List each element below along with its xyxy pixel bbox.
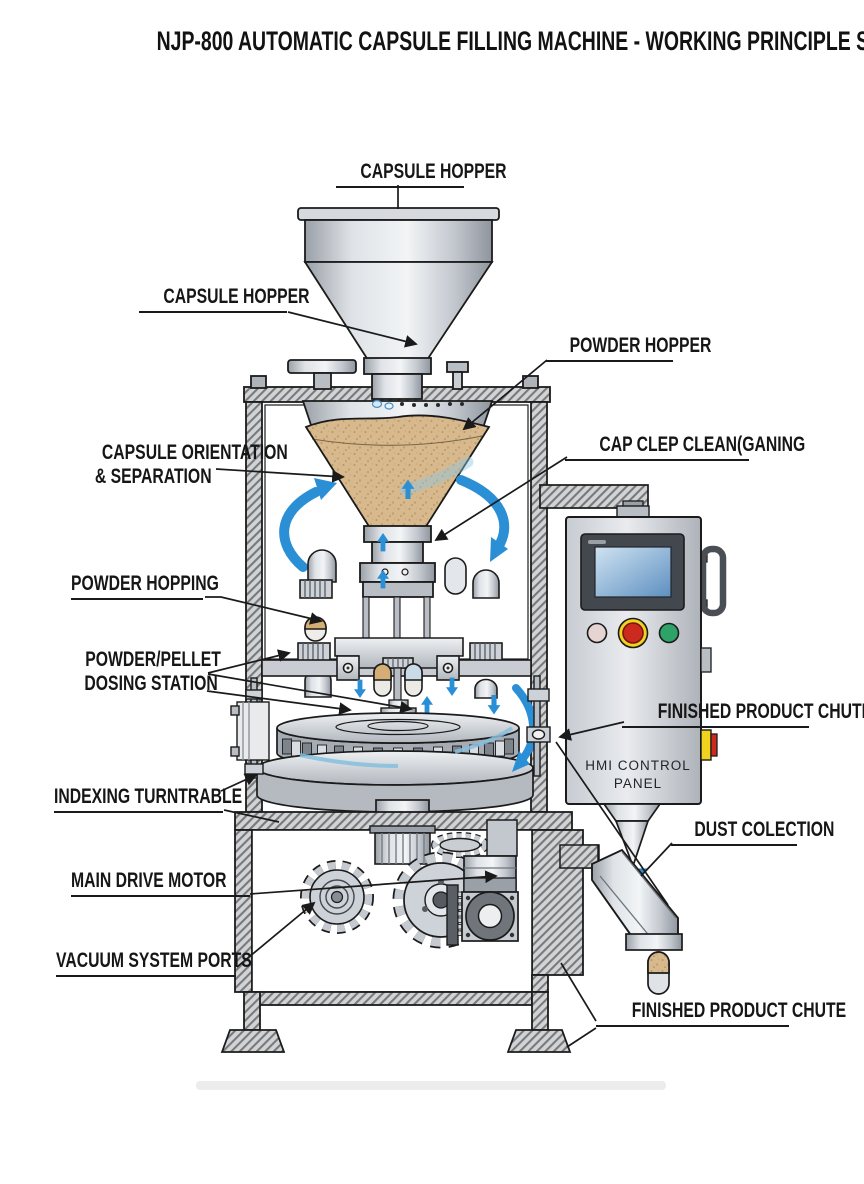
label-dust-collection: DUST COLECTION xyxy=(671,818,834,846)
label-capsule-hopper-side: CAPSULE HOPPER xyxy=(139,285,310,313)
label-finished-product-chute-lower: FINISHED PRODUCT CHUTE xyxy=(596,999,846,1027)
ground-shadow xyxy=(196,1081,666,1090)
label-powder-hopper: POWDER HOPPER xyxy=(546,334,711,362)
emergency-stop-button xyxy=(617,617,649,649)
capsule-hopper-drawing xyxy=(297,207,500,400)
dosing-station-drawing xyxy=(261,549,532,713)
leader-lines xyxy=(205,185,673,1048)
label-cap-cleaning: CAP CLEP CLEAN(GANING xyxy=(565,433,805,461)
label-dosing-station: POWDER/PELLET DOSING STATION xyxy=(84,648,221,695)
page-title: NJP-800 AUTOMATIC CAPSULE FILLING MACHIN… xyxy=(156,26,864,56)
hmi-screen xyxy=(580,533,685,611)
label-capsule-hopper-top: CAPSULE HOPPER xyxy=(336,160,507,188)
finished-product-chute-drawing xyxy=(559,844,683,951)
label-indexing-turntable: INDEXING TURNTRABLE xyxy=(54,785,242,813)
label-main-drive-motor: MAIN DRIVE MOTOR xyxy=(71,869,250,897)
label-capsule-orientation: CAPSULE ORIENTATION & SEPARATION xyxy=(95,441,288,488)
green-start-button xyxy=(658,622,680,644)
gear-small xyxy=(300,860,374,934)
side-fittings xyxy=(230,675,551,779)
label-vacuum-system-ports: VACUUM SYSTEM PORTS xyxy=(56,949,252,977)
hmi-panel-assembly xyxy=(539,484,727,995)
main-drive-motor-drawing xyxy=(461,819,519,942)
label-finished-product-chute-upper: FINISHED PRODUCT CHUTE xyxy=(622,700,864,728)
flow-arrows-upper xyxy=(279,456,510,589)
white-indicator-button xyxy=(586,622,608,644)
label-hmi-control-panel: HMI CONTROL PANEL xyxy=(585,758,691,792)
powder-hopper-drawing xyxy=(301,400,494,598)
label-powder-hopping: POWDER HOPPING xyxy=(71,572,219,600)
gear-drive xyxy=(300,819,519,949)
finished-capsule xyxy=(647,951,670,995)
